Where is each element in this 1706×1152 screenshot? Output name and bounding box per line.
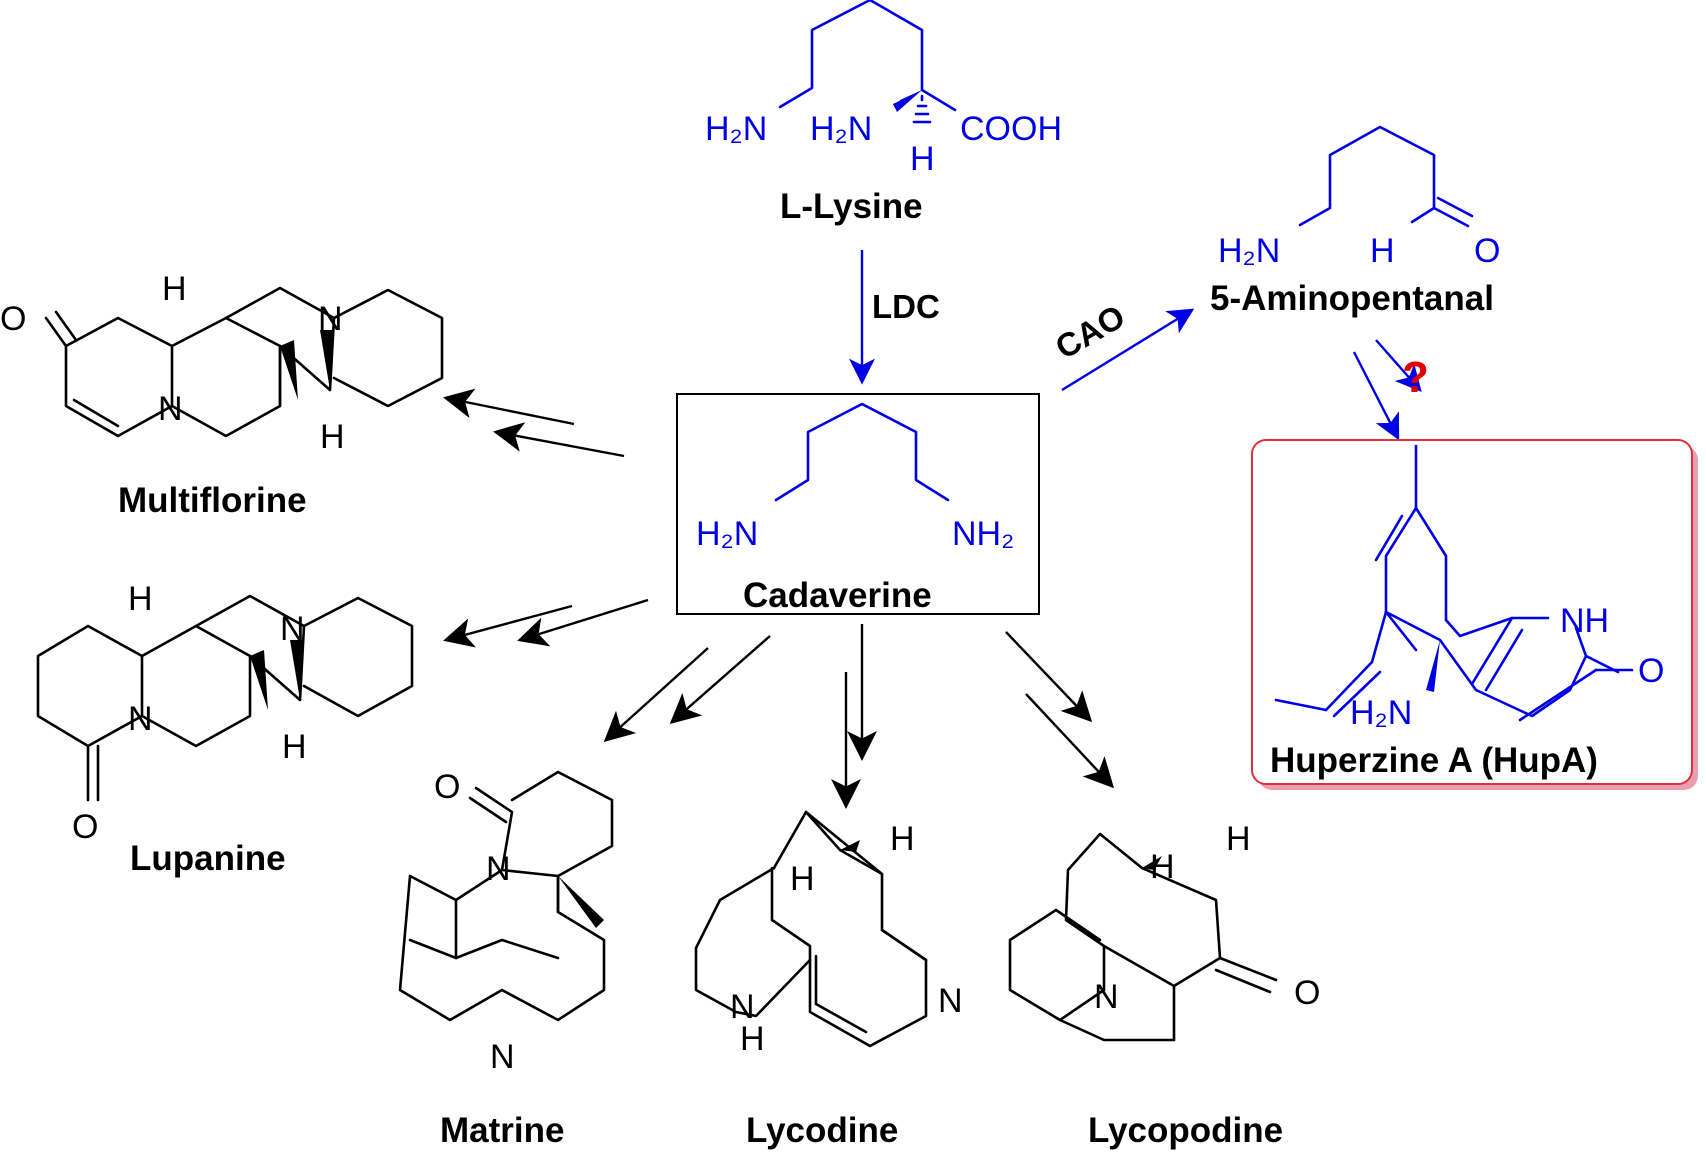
- lycopodine-h1: H: [1226, 820, 1251, 858]
- lysine-carboxyl: COOH: [960, 110, 1062, 148]
- lupanine-h1: H: [128, 580, 153, 618]
- huperzine-box: NH O H₂N Huperzine A (HupA): [1251, 439, 1698, 790]
- huperzine-o: O: [1638, 652, 1664, 690]
- matrine-o: O: [434, 768, 460, 806]
- lycopodine-n: N: [1094, 978, 1119, 1016]
- lycopodine-arrow-1: [1005, 631, 1093, 723]
- multiflorine-structure: O H N N H Multiflorine: [0, 270, 444, 520]
- cadaverine-amine-2: NH₂: [952, 515, 1014, 553]
- lycopodine-arrow-2: [1025, 693, 1115, 789]
- aminopentanal-name: 5-Aminopentanal: [1210, 279, 1494, 318]
- multiflorine-arrow-1: [443, 388, 575, 426]
- lupanine-h2: H: [282, 728, 307, 766]
- lycodine-h1: H: [890, 820, 915, 858]
- lycopodine-o: O: [1294, 974, 1320, 1012]
- lysine-structure: H₂N H₂N H COOH L-Lysine: [705, 0, 1062, 226]
- lycodine-n1: N: [938, 982, 963, 1020]
- multiflorine-h1: H: [162, 270, 187, 308]
- matrine-name: Matrine: [440, 1111, 564, 1150]
- lycodine-h2: H: [790, 860, 815, 898]
- lupanine-o: O: [72, 808, 98, 846]
- lupanine-name: Lupanine: [130, 839, 286, 878]
- hupa-arrow-2: [1375, 339, 1422, 392]
- lupanine-arrow-2: [517, 598, 649, 647]
- huperzine-amine: H₂N: [1350, 694, 1412, 732]
- multiflorine-h2: H: [320, 418, 345, 456]
- cao-arrow: [1061, 308, 1195, 392]
- ldc-label: LDC: [872, 288, 940, 325]
- lycodine-h3: H: [740, 1020, 765, 1058]
- cadaverine-name: Cadaverine: [743, 576, 932, 615]
- matrine-arrow-2: [669, 635, 771, 724]
- lysine-amine-1: H₂N: [705, 110, 767, 148]
- multiflorine-n2: N: [318, 300, 343, 338]
- multiflorine-name: Multiflorine: [118, 481, 307, 520]
- aminopentanal-amine: H₂N: [1218, 232, 1280, 270]
- multiflorine-n1: N: [158, 390, 183, 428]
- matrine-arrow-1: [603, 647, 709, 743]
- matrine-structure: O N N Matrine: [398, 768, 614, 1150]
- lycopodine-name: Lycopodine: [1088, 1111, 1283, 1150]
- lupanine-n1: N: [128, 700, 153, 738]
- lycopodine-h2: H: [1150, 848, 1175, 886]
- huperzine-name: Huperzine A (HupA): [1270, 741, 1598, 780]
- lysine-alpha-h: H: [910, 140, 935, 178]
- lupanine-arrow-1: [443, 604, 573, 648]
- huperzine-nh: NH: [1560, 602, 1609, 640]
- aminopentanal-o: O: [1474, 232, 1500, 270]
- cadaverine-box: H₂N NH₂ Cadaverine: [676, 393, 1040, 615]
- lupanine-n2: N: [280, 610, 305, 648]
- cadaverine-amine-1: H₂N: [696, 515, 758, 553]
- multiflorine-arrow-2: [493, 422, 625, 458]
- matrine-n1: N: [486, 850, 511, 888]
- multiflorine-o: O: [0, 300, 26, 338]
- lycopodine-structure: H H N O Lycopodine: [1008, 820, 1320, 1150]
- lycodine-name: Lycodine: [746, 1111, 898, 1150]
- aminopentanal-h: H: [1370, 232, 1395, 270]
- matrine-n2: N: [490, 1038, 515, 1076]
- lupanine-structure: H N N H O Lupanine: [36, 580, 414, 878]
- lysine-name: L-Lysine: [780, 187, 923, 226]
- lysine-amine-2: H₂N: [810, 110, 872, 148]
- lycodine-nh: N: [730, 988, 755, 1026]
- lycodine-structure: H H N N H Lycodine: [694, 810, 963, 1150]
- unknown-step-mark: ?: [1402, 353, 1429, 402]
- aminopentanal-structure: H₂N H O 5-Aminopentanal: [1210, 125, 1500, 318]
- hupa-arrow-1: [1352, 351, 1400, 441]
